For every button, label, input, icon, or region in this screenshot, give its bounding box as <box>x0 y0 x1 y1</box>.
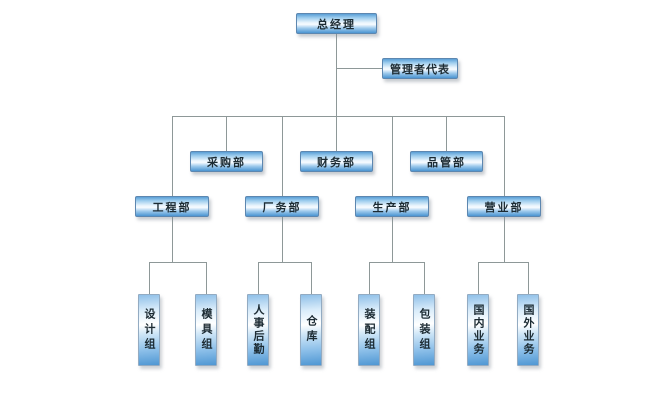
node-packing-group: 包装组 <box>413 294 435 366</box>
connector-subhub-sales <box>478 262 528 263</box>
node-management-representative: 管理者代表 <box>382 58 458 79</box>
connector-root-stem <box>336 34 337 116</box>
node-purchasing-dept: 采购部 <box>190 151 263 172</box>
connector-leaf-drop-packing <box>424 262 425 294</box>
connector-subhub-engineering <box>149 262 206 263</box>
node-overseas-business: 国外业务 <box>517 294 539 366</box>
connector-drop-production <box>392 116 393 196</box>
connector-drop-sales <box>504 116 505 196</box>
node-assembly-group: 装配组 <box>358 294 380 366</box>
connector-level2-hub <box>172 116 504 117</box>
connector-leaf-drop-overseas <box>528 262 529 294</box>
connector-drop-purchasing <box>226 116 227 151</box>
connector-drop-engineering <box>172 116 173 196</box>
connector-leaf-drop-warehouse <box>311 262 312 294</box>
node-production-dept: 生产部 <box>355 196 429 217</box>
connector-subhub-production <box>369 262 424 263</box>
connector-stem-production <box>392 217 393 262</box>
node-general-manager: 总经理 <box>296 13 377 34</box>
connector-leaf-drop-assembly <box>369 262 370 294</box>
connector-leaf-drop-design <box>149 262 150 294</box>
connector-subhub-factory-affairs <box>258 262 311 263</box>
connector-stem-sales <box>504 217 505 262</box>
node-hr-logistics-group: 人事后勤 <box>247 294 269 366</box>
connector-management-rep-link <box>336 68 382 69</box>
connector-stem-engineering <box>172 217 173 262</box>
node-mold-group: 模具组 <box>195 294 217 366</box>
connector-drop-factory-affairs <box>282 116 283 196</box>
node-engineering-dept: 工程部 <box>135 196 209 217</box>
node-warehouse: 仓库 <box>300 294 322 366</box>
connector-drop-quality <box>446 116 447 151</box>
node-quality-dept: 品管部 <box>410 151 483 172</box>
connector-stem-factory-affairs <box>282 217 283 262</box>
node-design-group: 设计组 <box>138 294 160 366</box>
connector-leaf-drop-hr-logistics <box>258 262 259 294</box>
connector-drop-finance <box>336 116 337 151</box>
node-sales-dept: 营业部 <box>467 196 541 217</box>
connector-leaf-drop-domestic <box>478 262 479 294</box>
node-finance-dept: 财务部 <box>300 151 373 172</box>
node-domestic-business: 国内业务 <box>467 294 489 366</box>
connector-leaf-drop-mold <box>206 262 207 294</box>
node-factory-affairs-dept: 厂务部 <box>245 196 319 217</box>
